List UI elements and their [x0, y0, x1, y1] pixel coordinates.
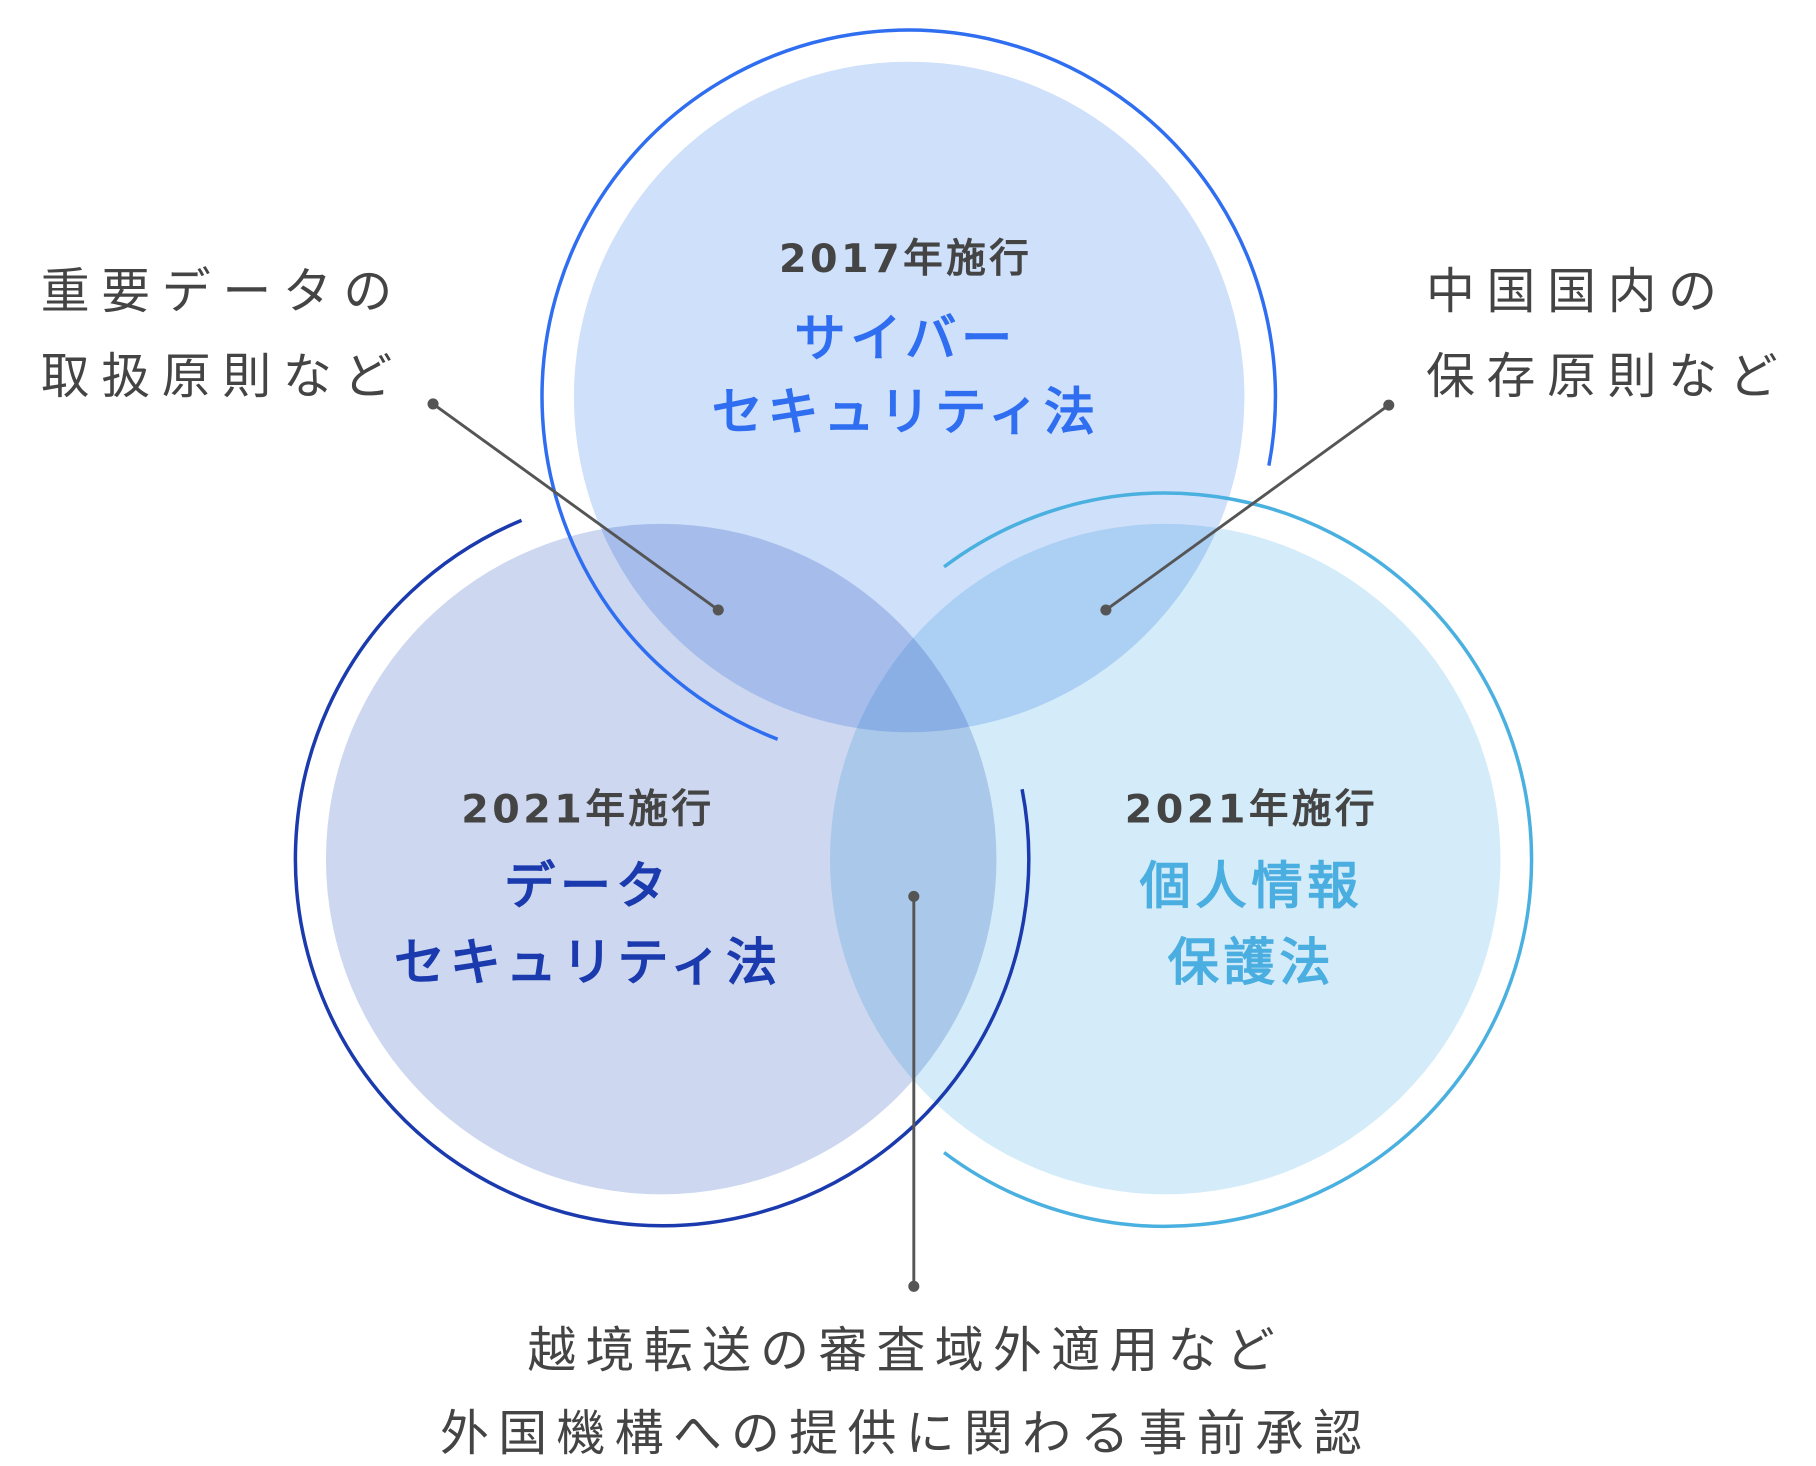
- cyber-law-name-line1: サイバー: [794, 309, 1017, 370]
- cyber-year: 2017年施行: [778, 235, 1033, 283]
- data-ring-arc: [293, 518, 1031, 1228]
- leader-dot: [908, 890, 920, 902]
- annotation-cyber-data-line1: 重要データの: [40, 262, 404, 320]
- annotation-cyber-data-line2: 取扱原則など: [40, 347, 404, 405]
- annotation-cyber-privacy-line2: 保存原則など: [1426, 347, 1790, 405]
- leader-line-cyber-privacy: [1105, 403, 1390, 612]
- data-law-name-line2: セキュリティ法: [393, 933, 782, 993]
- leader-dot: [1100, 604, 1112, 616]
- leader-dot: [1383, 399, 1395, 411]
- annotation-all-line2: 外国機構への提供に関わる事前承認: [440, 1404, 1372, 1462]
- privacy-ring-arc: [943, 491, 1534, 1229]
- data-law-name-line1: データ: [504, 856, 672, 917]
- privacy-law-name-line1: 個人情報: [1139, 856, 1364, 917]
- leader-dot: [908, 1280, 920, 1292]
- privacy-law-name-line2: 保護法: [1167, 933, 1336, 993]
- leader-dot: [427, 398, 439, 410]
- leader-dot: [712, 604, 724, 616]
- leader-line-cyber-data: [432, 402, 720, 612]
- annotation-cyber-privacy-line1: 中国国内の: [1426, 262, 1729, 320]
- data-circle-fill: [325, 523, 997, 1195]
- cyber-ring-arc: [540, 28, 1278, 741]
- data-year: 2021年施行: [461, 786, 715, 833]
- annotation-all-line1: 越境転送の審査域外適用など: [527, 1321, 1285, 1379]
- cyber-law-name-line2: セキュリティ法: [711, 382, 1100, 443]
- privacy-year: 2021年施行: [1124, 786, 1379, 833]
- privacy-circle-fill: [830, 523, 1501, 1195]
